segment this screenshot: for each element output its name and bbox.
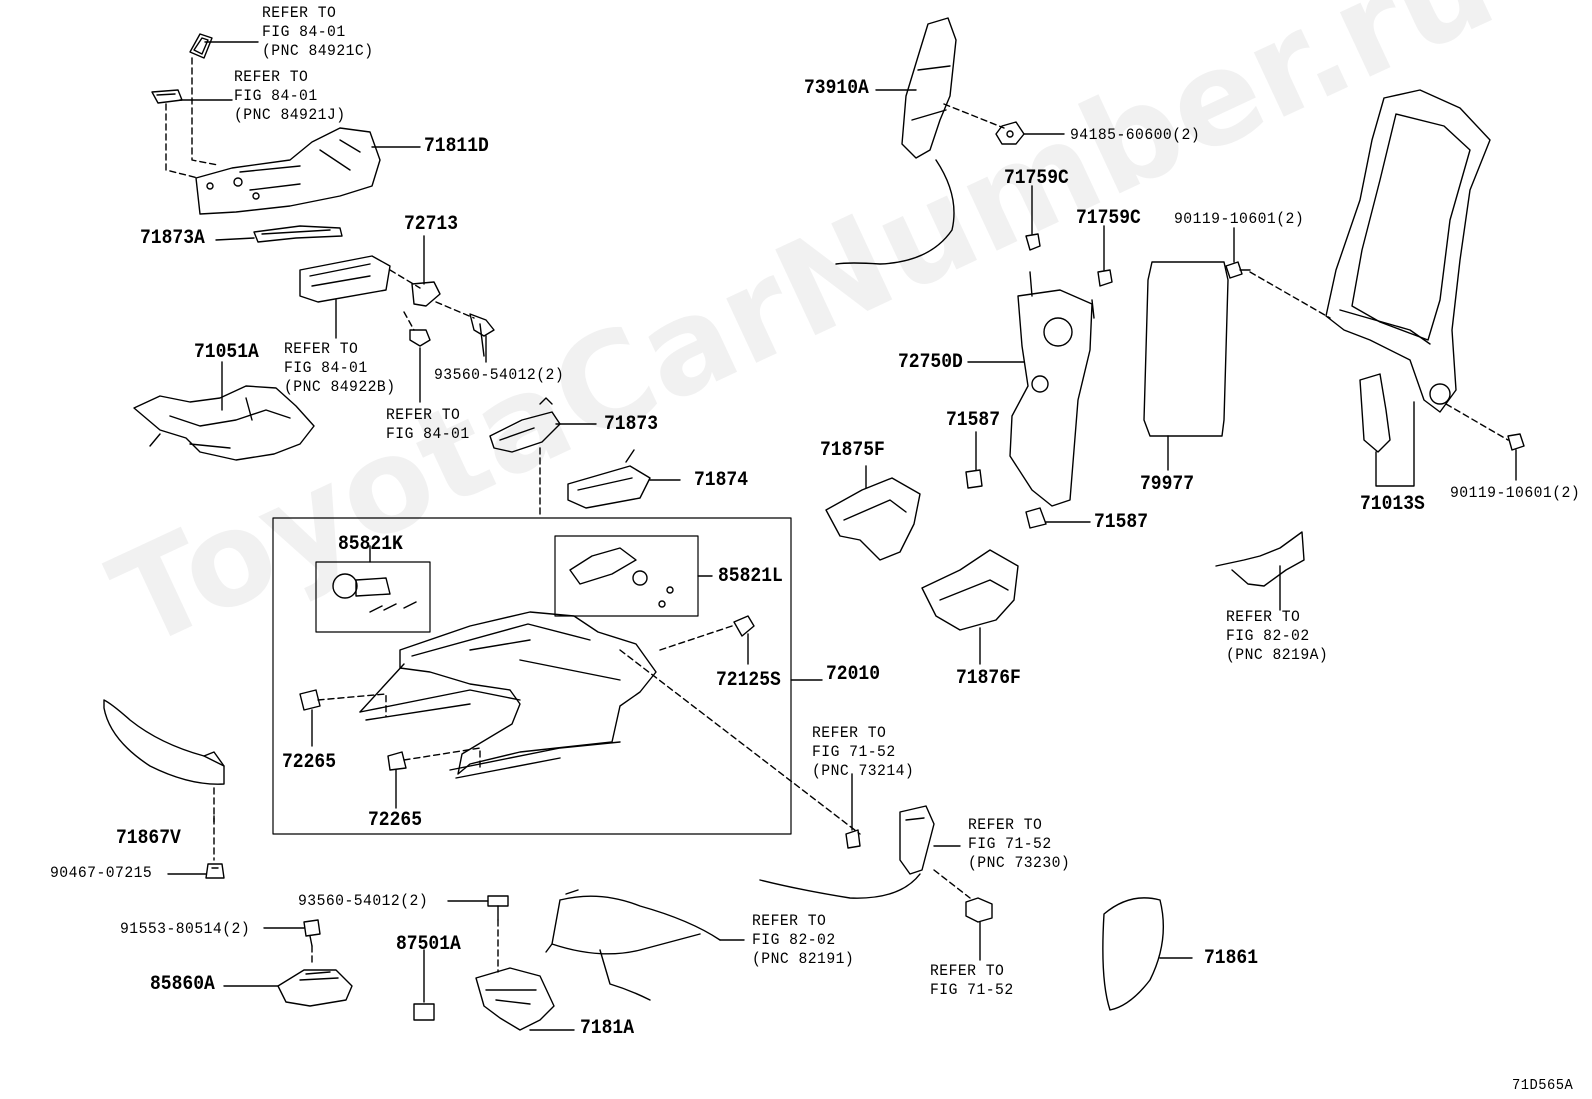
part-label-87501a: 87501A xyxy=(396,933,461,956)
refer-label-73214: REFER TO FIG 71-52 (PNC 73214) xyxy=(812,724,915,780)
part-label-71811d: 71811D xyxy=(424,135,489,158)
cushion-side-cover-part xyxy=(195,127,381,215)
cap-87501a-part xyxy=(413,1003,435,1021)
part-label-72265-right: 72265 xyxy=(368,809,423,832)
refer-label-8219a: REFER TO FIG 82-02 (PNC 8219A) xyxy=(1226,608,1329,664)
part-label-85860a: 85860A xyxy=(150,973,215,996)
refer-label-84921c: REFER TO FIG 84-01 (PNC 84921C) xyxy=(262,4,374,60)
figure-code: 71D565A xyxy=(1512,1077,1574,1094)
bracket-71873-part xyxy=(489,397,561,453)
part-label-94185: 94185-60600(2) xyxy=(1070,126,1201,144)
screw-93560-part xyxy=(469,313,495,357)
shield-71867v-part xyxy=(103,699,225,785)
part-label-85821l: 85821L xyxy=(718,565,783,588)
clip-73214-part xyxy=(845,829,861,849)
nut-94185-part xyxy=(995,121,1025,145)
seat-frame-72010-part xyxy=(359,611,657,779)
bracket-72713-part xyxy=(411,281,441,307)
airbag-73910a-part xyxy=(835,17,957,265)
part-label-71759c-left: 71759C xyxy=(1004,167,1069,190)
part-label-90467: 90467-07215 xyxy=(50,864,153,882)
clip-72265b-part xyxy=(387,751,407,771)
part-label-91553: 91553-80514(2) xyxy=(120,920,251,938)
part-label-71875f: 71875F xyxy=(820,439,885,462)
part-label-71873: 71873 xyxy=(604,413,659,436)
refer-label-8401: REFER TO FIG 84-01 xyxy=(386,406,470,443)
part-label-72265-left: 72265 xyxy=(282,751,337,774)
part-label-72750d: 72750D xyxy=(898,351,963,374)
clip-72265a-part xyxy=(299,689,321,711)
screw-8401-part xyxy=(409,329,431,347)
bracket-71874-part xyxy=(567,449,651,509)
screw-93560b-part xyxy=(487,895,509,921)
part-label-71876f: 71876F xyxy=(956,667,1021,690)
part-label-73910a: 73910A xyxy=(804,77,869,100)
part-label-90119-upper: 90119-10601(2) xyxy=(1174,210,1305,228)
part-label-71861: 71861 xyxy=(1204,947,1259,970)
wire-harness-82191-part xyxy=(545,889,721,1001)
recliner-motor-71013s-part xyxy=(1359,373,1451,453)
clip-71759c-b-part xyxy=(1097,269,1113,287)
clip-71759c-a-part xyxy=(1025,233,1041,251)
cover-71876f-part xyxy=(921,549,1019,631)
motor-85821k-box xyxy=(315,561,431,633)
part-label-71759c-right: 71759C xyxy=(1076,207,1141,230)
refer-label-73230: REFER TO FIG 71-52 (PNC 73230) xyxy=(968,816,1071,872)
clip-84921c-part xyxy=(189,33,213,59)
bracket-7181a-part xyxy=(475,967,555,1031)
part-label-7181a: 7181A xyxy=(580,1017,635,1040)
part-label-71867v: 71867V xyxy=(116,827,181,850)
part-label-71013s: 71013S xyxy=(1360,493,1425,516)
part-label-72010: 72010 xyxy=(826,663,881,686)
part-label-72713: 72713 xyxy=(404,213,459,236)
pad-79977-part xyxy=(1143,261,1229,437)
part-label-71051a: 71051A xyxy=(194,341,259,364)
bolt-90119a-part xyxy=(1225,261,1251,279)
motor-85821l-box xyxy=(554,535,699,617)
part-label-71587-upper: 71587 xyxy=(946,409,1001,432)
clip-71587a-part xyxy=(965,469,983,489)
clip-90467-part xyxy=(205,863,225,879)
bracket-84922b-part xyxy=(299,255,391,303)
part-label-71873a: 71873A xyxy=(140,227,205,250)
motor-85821l-part xyxy=(569,547,674,608)
refer-label-84922b: REFER TO FIG 84-01 (PNC 84922B) xyxy=(284,340,396,396)
cover-71861-part xyxy=(1102,897,1164,1011)
part-label-72125s: 72125S xyxy=(716,669,781,692)
refer-label-84921j: REFER TO FIG 84-01 (PNC 84921J) xyxy=(234,68,346,124)
part-label-90119-lower: 90119-10601(2) xyxy=(1450,484,1581,502)
seat-track-assembly-box xyxy=(272,517,792,835)
nut-7152-part xyxy=(965,897,993,923)
part-label-79977: 79977 xyxy=(1140,473,1195,496)
refer-label-7152: REFER TO FIG 71-52 xyxy=(930,962,1014,999)
part-label-71587-lower: 71587 xyxy=(1094,511,1149,534)
panel-72750d-part xyxy=(1009,271,1095,507)
clip-71587b-part xyxy=(1025,507,1047,529)
bolt-90119b-part xyxy=(1507,433,1525,451)
clip-84921j-part xyxy=(151,89,183,104)
part-label-93560-upper: 93560-54012(2) xyxy=(434,366,565,384)
buckle-73230-part xyxy=(759,805,935,899)
rod-71873a-part xyxy=(253,225,343,243)
clip-72125s-part xyxy=(733,615,755,637)
harness-71051a-part xyxy=(133,385,315,461)
part-label-71874: 71874 xyxy=(694,469,749,492)
knob-85860a-part xyxy=(277,969,353,1007)
seatback-frame-part xyxy=(1325,89,1491,413)
cover-71875f-part xyxy=(825,477,921,561)
motor-85821k-part xyxy=(332,573,417,613)
refer-label-82191: REFER TO FIG 82-02 (PNC 82191) xyxy=(752,912,855,968)
screw-91553-part xyxy=(303,919,321,947)
part-label-93560-lower: 93560-54012(2) xyxy=(298,892,429,910)
wire-8219a-part xyxy=(1215,531,1305,587)
part-label-85821k: 85821K xyxy=(338,533,403,556)
